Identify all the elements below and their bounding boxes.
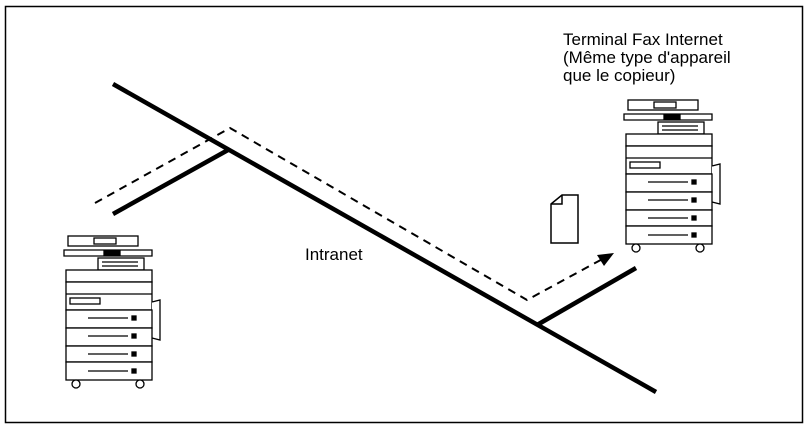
destination-label-line-2: (Même type d'appareil — [563, 48, 731, 67]
transmission-path — [94, 126, 614, 302]
intranet-line — [111, 82, 658, 394]
diagram-frame — [4, 5, 804, 424]
destination-label-line-1: Terminal Fax Internet — [563, 30, 723, 49]
document-icon — [550, 194, 579, 244]
sender-copier-icon — [63, 235, 161, 389]
arrow-head-icon — [597, 253, 614, 266]
destination-label-line-3: que le copieur) — [563, 66, 676, 85]
destination-label: Terminal Fax Internet (Même type d'appar… — [563, 31, 731, 85]
intranet-label: Intranet — [305, 245, 363, 264]
receiver-copier-icon — [623, 99, 721, 253]
